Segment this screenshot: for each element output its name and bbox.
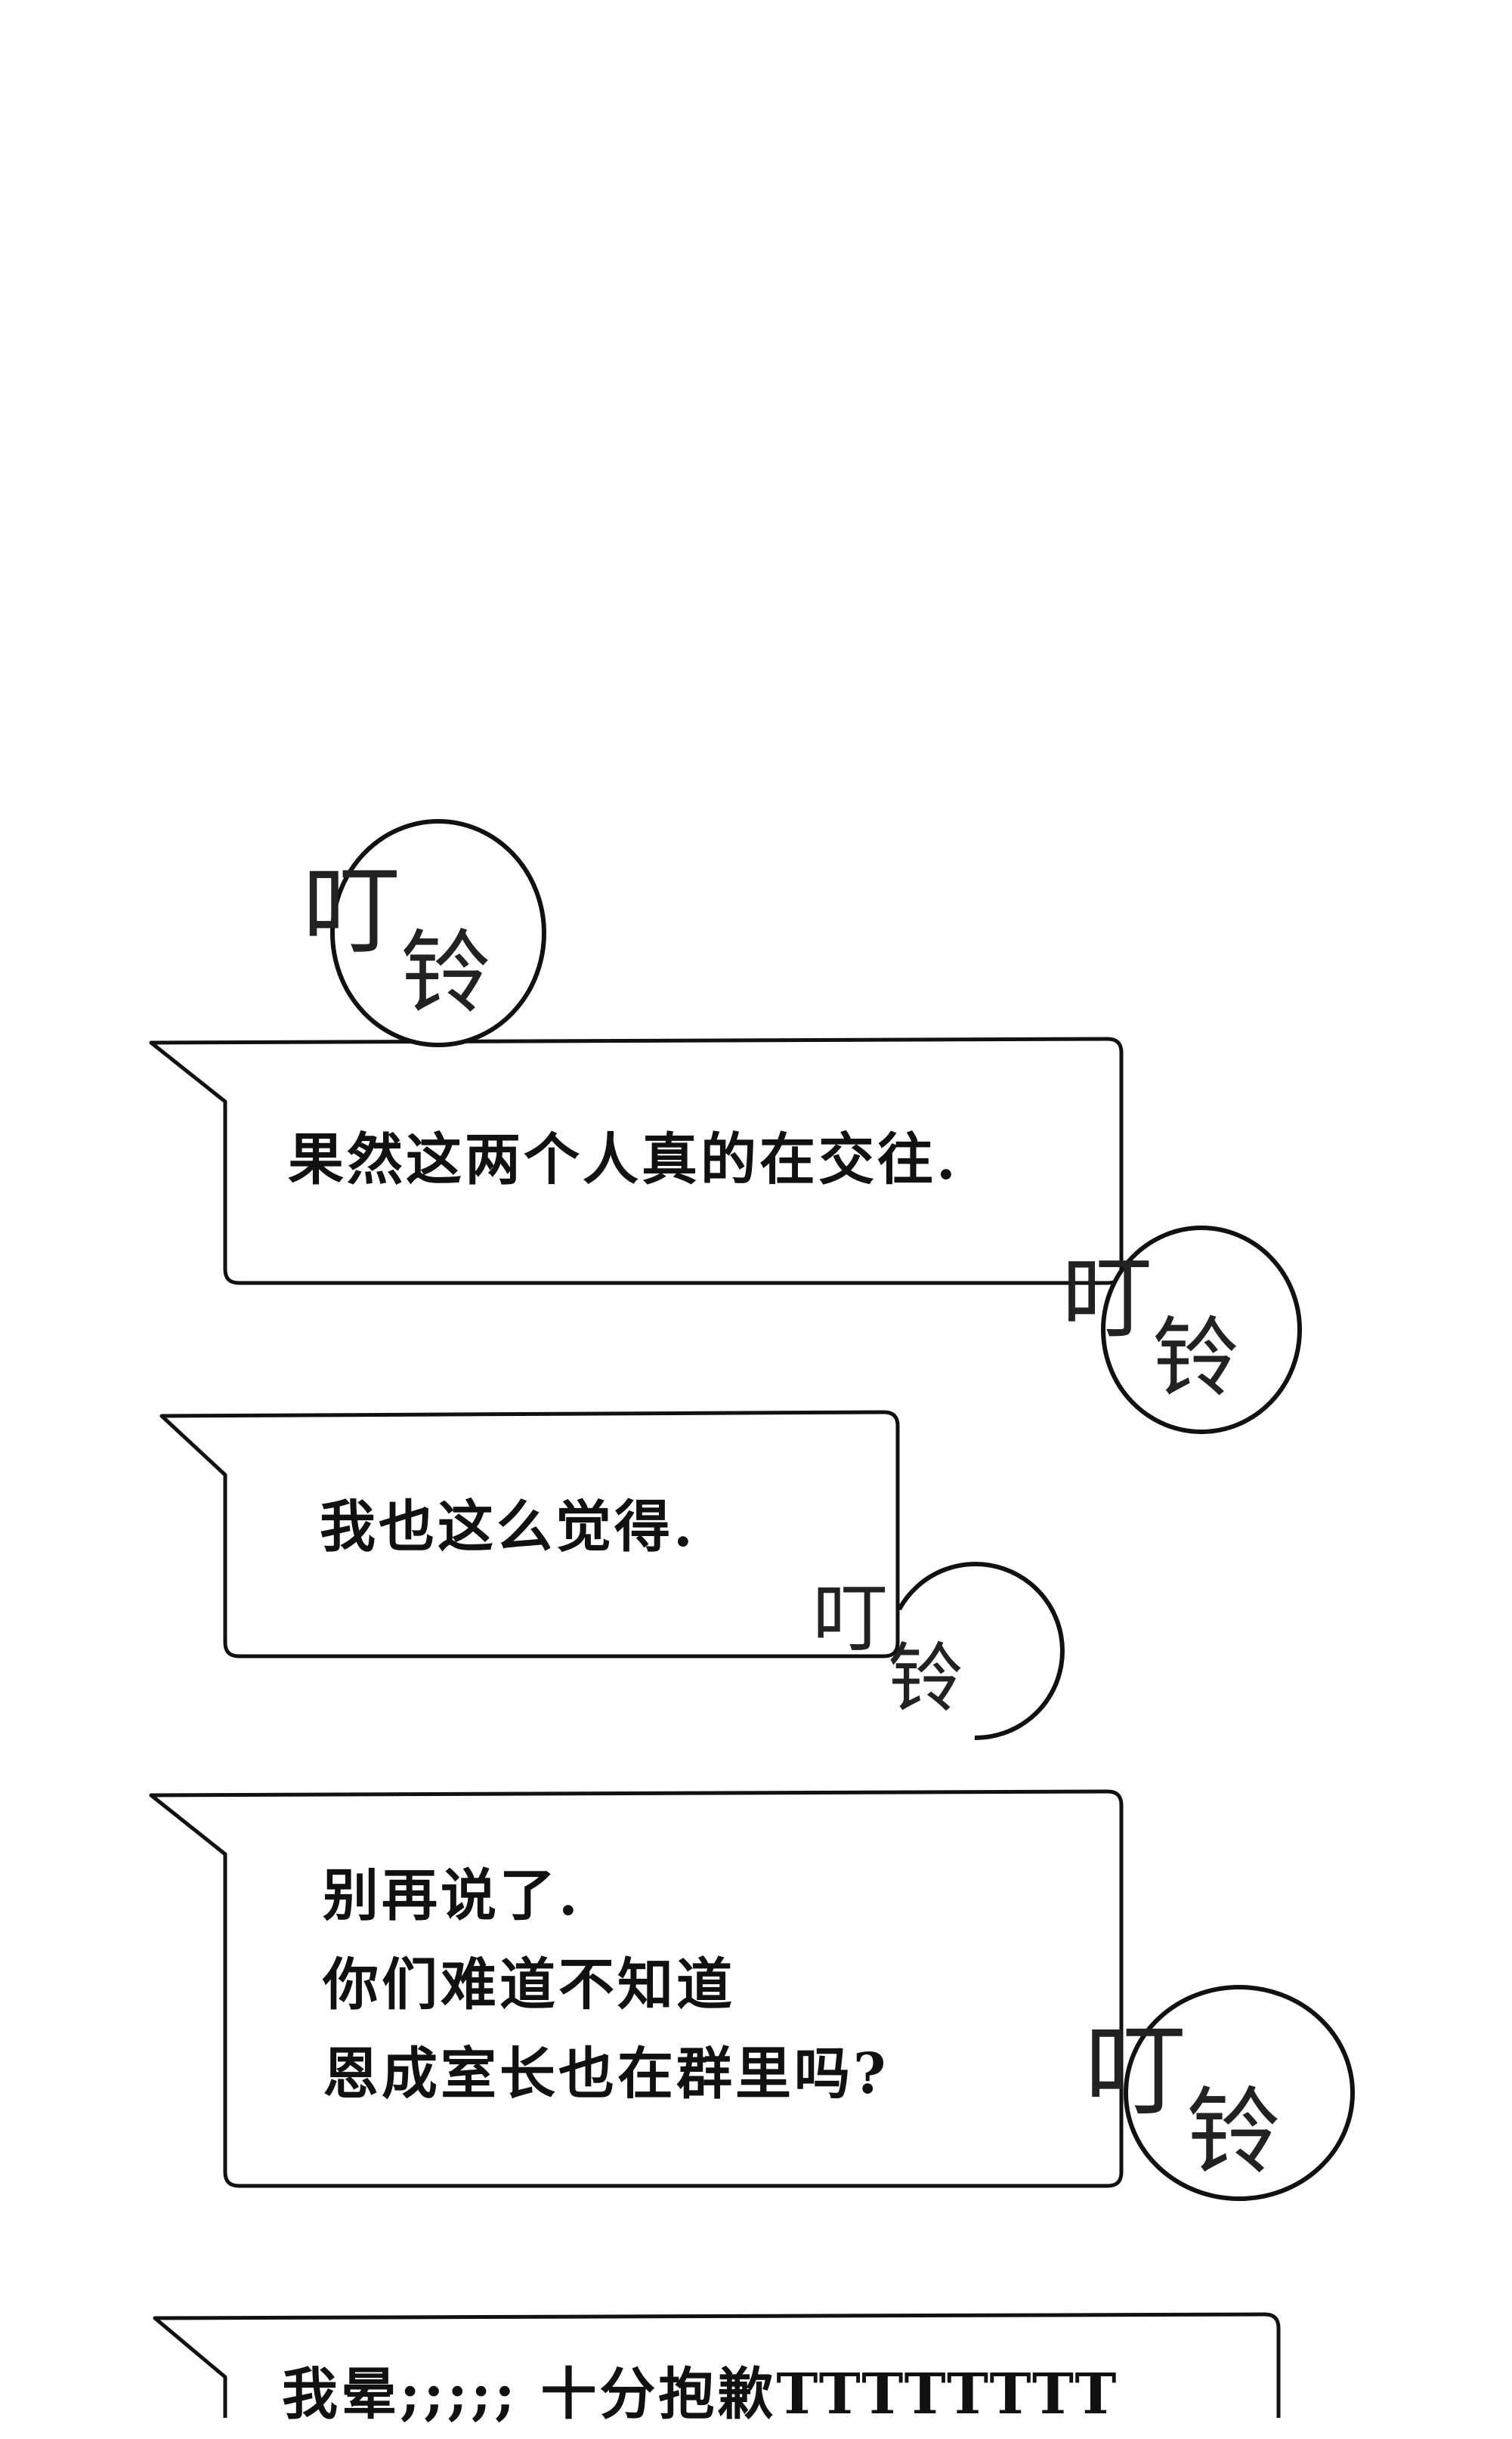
message-line: 果然这两个人真的在交往. xyxy=(288,1127,959,1192)
ding-circle-3 xyxy=(897,1562,1065,1741)
message-line: 别再说了. xyxy=(323,1863,581,1928)
sfx-char: 铃 xyxy=(400,921,491,1026)
message-1-text: 果然这两个人真的在交往. xyxy=(288,1115,959,1204)
sfx-char: 叮 xyxy=(1084,2011,1186,2130)
ding-circle-2 xyxy=(1101,1226,1302,1434)
sfx-char: 叮 xyxy=(812,1574,888,1662)
ding-circle-1 xyxy=(330,819,546,1047)
sfx-char: 铃 xyxy=(888,1634,963,1723)
sfx-char: 铃 xyxy=(1152,1308,1240,1409)
message-line: 你们难道不知道 xyxy=(323,1952,735,2017)
bubble-2 xyxy=(159,1410,900,1658)
sfx-char: 叮 xyxy=(302,853,401,968)
message-3-text: 别再说了. 你们难道不知道 恩成室长也在群里吗? xyxy=(323,1851,889,2119)
message-line: 我晕;;;;; 十分抱歉TTTTTTTT xyxy=(282,2362,1120,2427)
sfx-char: 铃 xyxy=(1186,2078,1281,2187)
ding-circle-4 xyxy=(1124,1985,1355,2201)
sfx-char: 叮 xyxy=(1062,1246,1152,1351)
message-line: 我也这么觉得. xyxy=(320,1495,696,1560)
message-2-text: 我也这么觉得. xyxy=(320,1482,696,1572)
bubble-4 xyxy=(153,2312,1281,2418)
bubble-3 xyxy=(149,1789,1124,2188)
message-4-text: 我晕;;;;; 十分抱歉TTTTTTTT xyxy=(282,2350,1119,2439)
message-line: 恩成室长也在群里吗? xyxy=(323,2042,889,2107)
